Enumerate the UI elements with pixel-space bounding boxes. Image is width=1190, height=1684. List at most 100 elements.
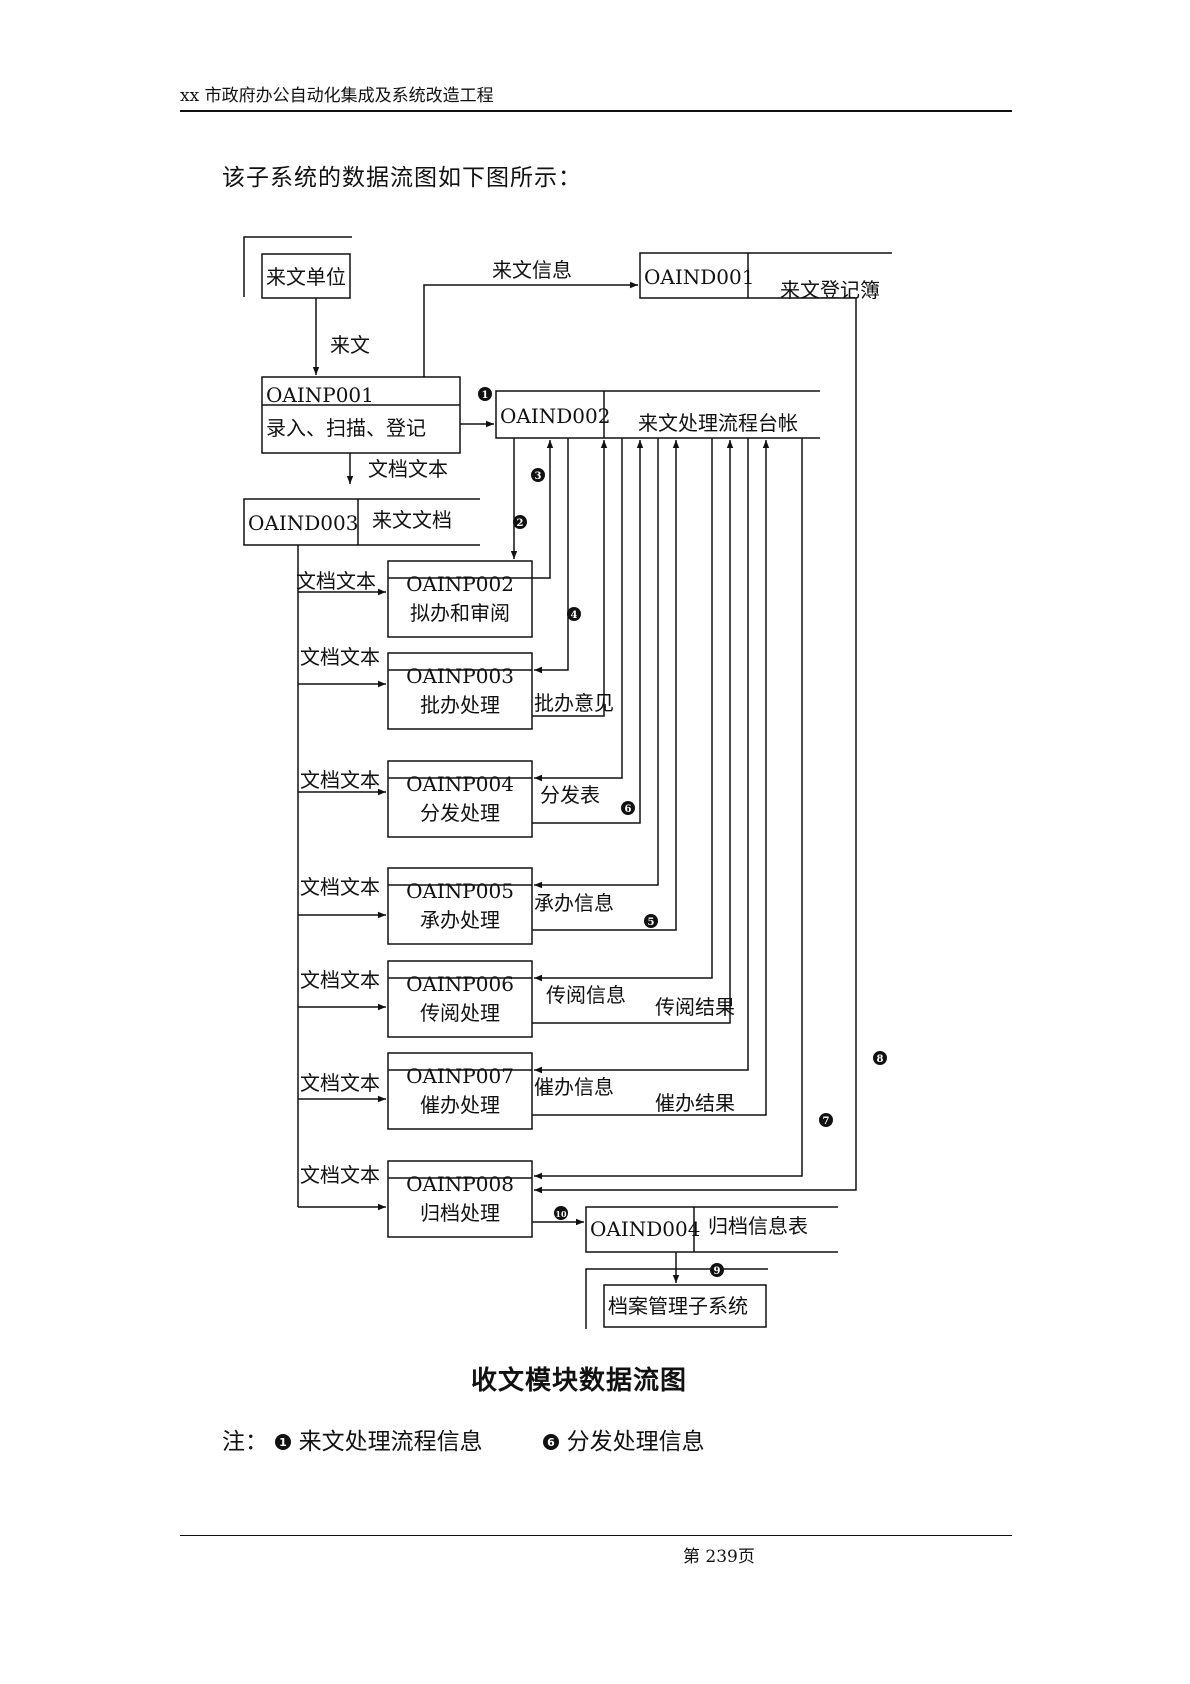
note-marker-6: 6 <box>543 1434 560 1450</box>
flow-cuiban-xinxi <box>534 438 749 1074</box>
store-id-d003: OAIND003 <box>248 511 358 535</box>
marker-7: 7 <box>819 1113 833 1127</box>
label-chuanyue-jieguo: 传阅结果 <box>655 995 735 1019</box>
process-id-p002: OAINP002 <box>406 572 514 596</box>
flow-laiwen-xinxi <box>423 281 638 377</box>
process-id-p008: OAINP008 <box>406 1172 514 1196</box>
figure-caption: 收文模块数据流图 <box>0 1360 1190 1397</box>
svg-text:7: 7 <box>823 1116 830 1127</box>
flow-chuanyue-xinxi <box>534 438 713 982</box>
figure-note: 注： 1 来文处理流程信息 6 分发处理信息 <box>222 1422 705 1456</box>
process-oainp008 <box>387 1160 533 1238</box>
page-number: 第 239页 <box>683 1547 755 1567</box>
label-cuiban-jieguo: 催办结果 <box>655 1091 735 1115</box>
label-doc-p007: 文档文本 <box>300 1071 380 1095</box>
flow-7 <box>534 438 803 1180</box>
process-name-p002: 拟办和审阅 <box>410 601 510 625</box>
process-name-p004: 分发处理 <box>420 801 500 825</box>
svg-text:4: 4 <box>571 610 578 621</box>
label-doc-p004: 文档文本 <box>300 768 380 792</box>
process-oainp007 <box>387 1052 533 1130</box>
process-id-p005: OAINP005 <box>406 879 514 903</box>
store-id-d002: OAIND002 <box>500 404 610 428</box>
entity-archive-subsystem <box>585 1268 768 1329</box>
flow-cuiban-jieguo <box>532 440 770 1116</box>
label-laiwen-xinxi: 来文信息 <box>492 258 572 282</box>
svg-text:5: 5 <box>648 917 655 928</box>
marker-9: 9 <box>710 1263 724 1277</box>
note-marker-1: 1 <box>275 1434 292 1450</box>
svg-text:1: 1 <box>279 1436 287 1449</box>
label-doc-p006: 文档文本 <box>300 968 380 992</box>
flow-8 <box>534 298 857 1194</box>
entity-label-laiwen-danwei: 来文单位 <box>266 265 346 289</box>
label-doc-p002: 文档文本 <box>296 569 376 593</box>
store-name-d001: 来文登记簿 <box>780 278 880 302</box>
flow-5 <box>532 440 680 931</box>
note-prefix: 注： <box>222 1429 268 1455</box>
process-name-p003: 批办处理 <box>420 693 500 717</box>
intro-text: 该子系统的数据流图如下图所示： <box>222 165 582 191</box>
process-id-p007: OAINP007 <box>406 1064 514 1088</box>
store-name-d003: 来文文档 <box>372 508 452 532</box>
note-item-6: 分发处理信息 <box>566 1429 705 1455</box>
flow-piban-yijian <box>532 440 608 717</box>
flow-4 <box>534 438 569 674</box>
flow-chuanyue-jieguo <box>532 440 734 1024</box>
entity-label-archive: 档案管理子系统 <box>608 1294 748 1318</box>
svg-text:6: 6 <box>625 804 632 815</box>
marker-3: 3 <box>531 468 545 482</box>
marker-4: 4 <box>567 607 581 621</box>
label-fenfa-biao: 分发表 <box>540 783 600 807</box>
marker-2: 2 <box>513 515 527 529</box>
process-name-p007: 催办处理 <box>420 1093 500 1117</box>
process-name-p008: 归档处理 <box>420 1201 500 1225</box>
flow-3 <box>532 440 554 579</box>
flow-chengban-xinxi <box>534 438 659 889</box>
svg-text:9: 9 <box>714 1266 721 1277</box>
process-oainp003 <box>387 652 533 730</box>
label-doc-top: 文档文本 <box>368 457 448 481</box>
store-id-d001: OAIND001 <box>644 265 754 289</box>
store-name-d002: 来文处理流程台帐 <box>638 411 798 435</box>
page-header: xx 市政府办公自动化集成及系统改造工程 <box>180 84 1012 112</box>
marker-1: 1 <box>478 387 492 401</box>
svg-text:8: 8 <box>877 1054 884 1065</box>
store-oaind001 <box>639 252 892 299</box>
entity-laiwen-danwei <box>243 236 352 299</box>
label-laiwen: 来文 <box>330 333 370 357</box>
store-id-d004: OAIND004 <box>590 1217 700 1241</box>
store-name-d004: 归档信息表 <box>708 1214 808 1238</box>
process-oainp002 <box>387 560 533 638</box>
caption-text: 收文模块数据流图 <box>470 1366 687 1396</box>
label-doc-p005: 文档文本 <box>300 875 380 899</box>
svg-text:1: 1 <box>482 390 489 401</box>
svg-text:6: 6 <box>547 1436 555 1449</box>
process-id-p006: OAINP006 <box>406 972 514 996</box>
store-oaind003 <box>243 498 480 546</box>
process-id-p003: OAINP003 <box>406 664 514 688</box>
svg-text:3: 3 <box>535 471 542 482</box>
process-oainp004 <box>387 760 533 838</box>
process-name-p005: 承办处理 <box>420 908 500 932</box>
marker-10: 10 <box>554 1206 568 1220</box>
page-footer: 第 239页 <box>180 1535 1012 1567</box>
marker-5: 5 <box>644 914 658 928</box>
flow-6 <box>532 440 644 824</box>
store-oaind004 <box>585 1206 838 1253</box>
label-piban-yijian: 批办意见 <box>534 691 614 715</box>
note-item-1: 来文处理流程信息 <box>298 1429 483 1455</box>
header-title: xx 市政府办公自动化集成及系统改造工程 <box>180 86 494 106</box>
process-id-p001: OAINP001 <box>266 383 374 407</box>
label-doc-p003: 文档文本 <box>300 645 380 669</box>
svg-text:2: 2 <box>517 518 524 529</box>
flow-fenfa-biao <box>534 438 623 782</box>
process-id-p004: OAINP004 <box>406 772 514 796</box>
marker-8: 8 <box>873 1051 887 1065</box>
process-name-p006: 传阅处理 <box>420 1001 500 1025</box>
process-oainp006 <box>387 960 533 1038</box>
process-oainp005 <box>387 867 533 945</box>
marker-6: 6 <box>621 801 635 815</box>
svg-text:10: 10 <box>555 1209 567 1219</box>
